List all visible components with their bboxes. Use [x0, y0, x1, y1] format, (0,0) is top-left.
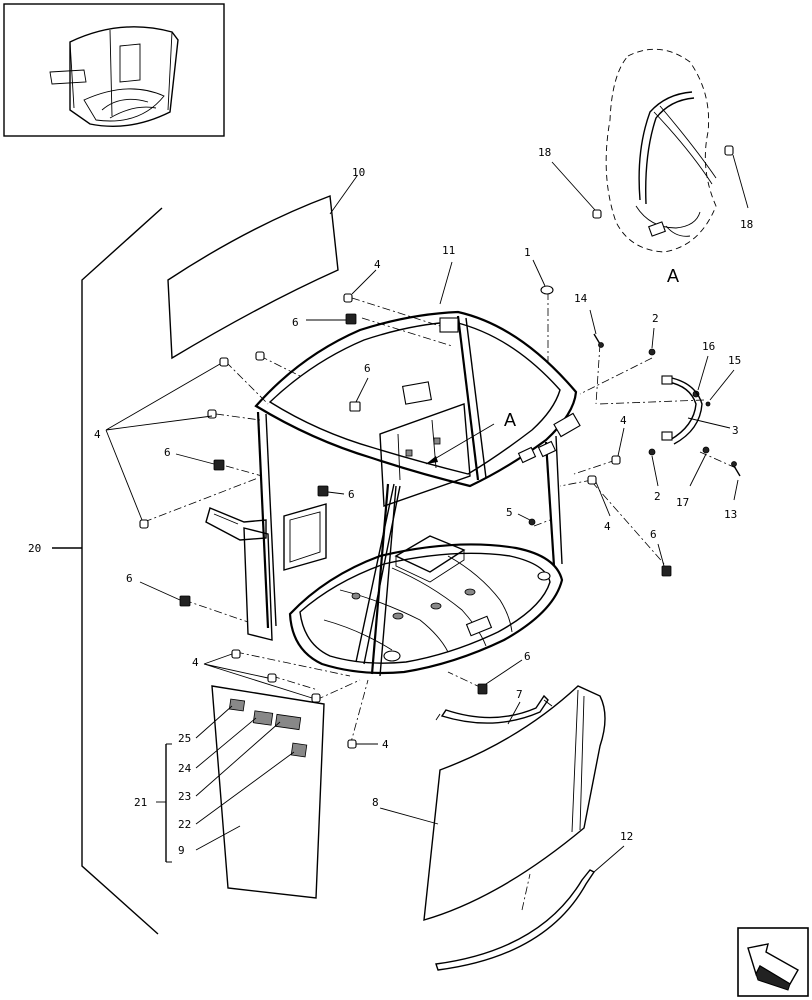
trim-strip-7: 7	[435, 688, 553, 725]
callout-16: 16	[702, 340, 715, 353]
callout-1: 1	[524, 246, 531, 259]
callout-17: 17	[676, 496, 689, 509]
cab-frame-11: 11 A	[205, 244, 581, 677]
callout-24: 24	[178, 762, 192, 775]
seal-12: 12	[435, 830, 633, 971]
callout-4-right-a: 4	[620, 414, 627, 427]
bracket-20: 20	[28, 207, 163, 935]
callout-4-right-b: 4	[604, 520, 611, 533]
callout-22: 22	[178, 818, 191, 831]
callout-13: 13	[724, 508, 737, 521]
callout-14: 14	[574, 292, 588, 305]
callout-12: 12	[620, 830, 633, 843]
callout-6-top: 6	[292, 316, 299, 329]
detail-a-view: 18 18 A	[538, 48, 753, 286]
door-glass-8: 8	[372, 685, 606, 921]
callout-2-top: 2	[652, 312, 659, 325]
callout-20: 20	[28, 542, 41, 555]
callout-4-top: 4	[374, 258, 381, 271]
callout-2-bottom: 2	[654, 490, 661, 503]
callout-6-mid: 6	[364, 362, 371, 375]
bushings-4: 4 4 4 4 4 4	[94, 258, 627, 751]
callout-11: 11	[442, 244, 455, 257]
callout-8: 8	[372, 796, 379, 809]
misc-parts: 1 14 2 16 15 3 2 17 13	[506, 246, 741, 526]
projection-lines	[143, 292, 737, 911]
callout-18-left: 18	[538, 146, 551, 159]
clips-6: 6 6 6 6 6 6 6	[126, 313, 672, 695]
callout-4-bottom: 4	[382, 738, 389, 751]
callout-6-center: 6	[348, 488, 355, 501]
frame-a-label: A	[504, 410, 516, 430]
callout-4-bottom-left: 4	[192, 656, 199, 669]
callout-25: 25	[178, 732, 191, 745]
detail-a-label: A	[667, 266, 679, 286]
callout-5: 5	[506, 506, 513, 519]
callout-6-left: 6	[164, 446, 171, 459]
callout-23: 23	[178, 790, 191, 803]
thumbnail-overview	[3, 3, 225, 137]
callout-6-bottom: 6	[524, 650, 531, 663]
callout-4-left: 4	[94, 428, 101, 441]
callout-10: 10	[352, 166, 365, 179]
callout-6-right: 6	[650, 528, 657, 541]
callout-7: 7	[516, 688, 523, 701]
forward-arrow-icon	[737, 927, 809, 997]
callout-15: 15	[728, 354, 741, 367]
callout-18-right: 18	[740, 218, 753, 231]
callout-9: 9	[178, 844, 185, 857]
callout-21: 21	[134, 796, 147, 809]
callout-3: 3	[732, 424, 739, 437]
callout-6-lower-left: 6	[126, 572, 133, 585]
rear-panel-9: 21 25 24 23 22 9	[134, 685, 325, 899]
roof-glass-10: 10	[167, 166, 365, 360]
